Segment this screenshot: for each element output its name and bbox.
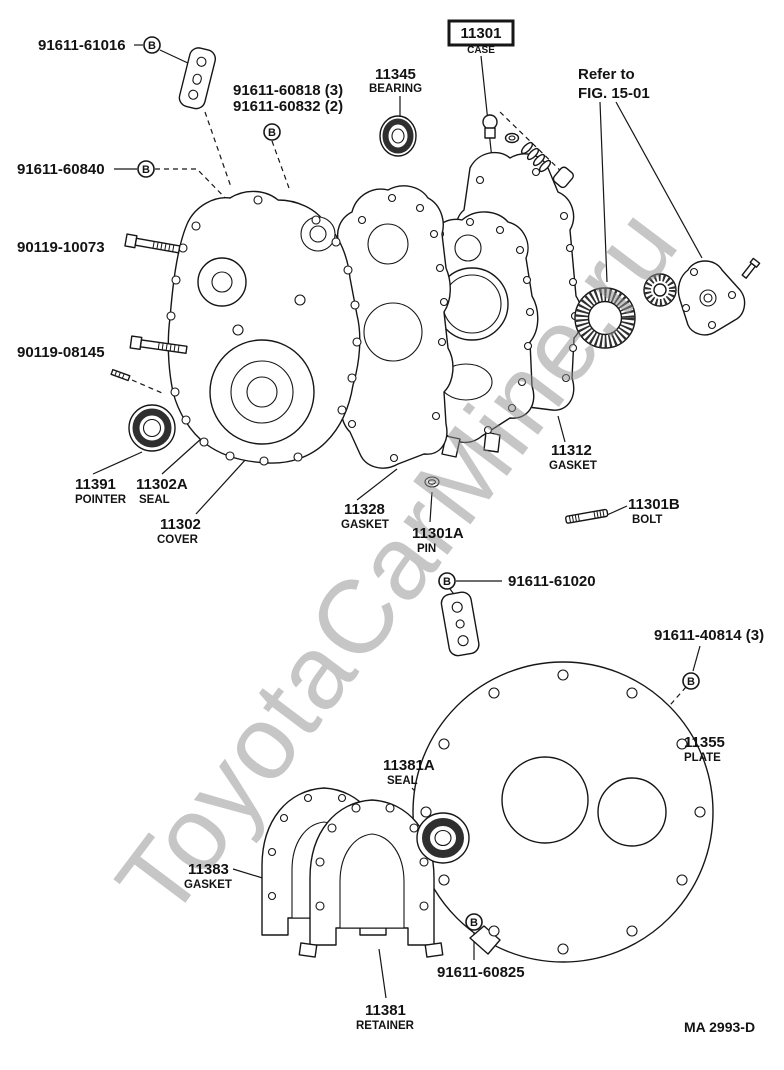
b-symbol: B (687, 676, 695, 688)
label-11301a-name: PIN (417, 543, 436, 555)
retainer-bolt-holes (315, 803, 429, 911)
label-11301b-name: BOLT (632, 514, 662, 526)
b-symbol: B (268, 127, 276, 139)
b-symbol: B (443, 576, 451, 588)
label-90119-08145: 90119-08145 (17, 344, 105, 361)
label-11302-name: COVER (157, 534, 199, 546)
label-11328-name: GASKET (341, 519, 389, 531)
b-marker-60825: B (465, 913, 483, 931)
label-91611-60832: 91611-60832 (2) (233, 98, 343, 115)
clamp-bracket-middle-drawing (440, 591, 480, 657)
refer-note-line1: Refer to (578, 66, 635, 83)
relief-valve-parts-drawing (482, 114, 574, 189)
small-stud-drawing (110, 368, 131, 382)
drawing-code: MA 2993-D (684, 1019, 755, 1035)
label-91611-61020: 91611-61020 (508, 573, 596, 590)
label-11312-number: 11312 (551, 442, 592, 459)
label-11383-number: 11383 (188, 861, 229, 878)
main-part-box (447, 19, 515, 47)
b-marker-61016: B (143, 36, 161, 54)
label-11345-name: BEARING (369, 83, 422, 95)
flywheel-plate-drawing (412, 661, 714, 963)
label-11381a-name: SEAL (387, 775, 418, 787)
label-90119-10073: 90119-10073 (17, 239, 105, 256)
b-marker-61020: B (438, 572, 456, 590)
b-marker-40814: B (682, 672, 700, 690)
label-11381a-number: 11381A (383, 757, 435, 774)
oil-seal-11391-drawing (128, 404, 176, 452)
label-11381-name: RETAINER (356, 1020, 415, 1032)
label-11301a-number: 11301A (412, 525, 464, 542)
label-91611-40814: 91611-40814 (3) (654, 627, 764, 644)
label-11345-number: 11345 (375, 66, 416, 83)
idler-gear-drawing (643, 273, 677, 307)
label-11301-number: 11301 (461, 25, 502, 42)
crank-gear-drawing (574, 287, 636, 349)
pin-11301a-drawing (424, 476, 440, 488)
seal-retainer-drawing (298, 799, 444, 958)
label-11302a-name: SEAL (139, 494, 170, 506)
label-91611-60825: 91611-60825 (437, 964, 525, 981)
oil-seal-11381a-drawing (416, 812, 470, 864)
label-11355-number: 11355 (684, 734, 725, 751)
bolt-90119-08145-drawing (129, 335, 188, 354)
cover-bolt-holes (166, 195, 362, 466)
b-marker-60840: B (137, 160, 155, 178)
b-symbol: B (148, 40, 156, 52)
label-11328-number: 11328 (344, 501, 385, 518)
label-11301b-number: 11301B (628, 496, 680, 513)
pump-cover-bolt-drawing (741, 257, 761, 279)
label-11355-name: PLATE (684, 752, 721, 764)
oil-pump-cover-drawing (677, 260, 746, 336)
b-symbol: B (470, 917, 478, 929)
label-91611-60818: 91611-60818 (3) (233, 82, 343, 99)
refer-note-line2: FIG. 15-01 (578, 85, 650, 102)
b-symbol: B (142, 164, 150, 176)
label-91611-60840: 91611-60840 (17, 161, 105, 178)
label-11391-name: POINTER (75, 494, 127, 506)
bolt-90119-10073-drawing (124, 233, 181, 254)
clamp-bracket-top-drawing (178, 47, 217, 110)
stud-bolt-11301b-drawing (565, 508, 609, 524)
label-11302a-number: 11302A (136, 476, 188, 493)
bearing-11345-drawing (379, 115, 417, 157)
label-91611-61016: 91611-61016 (38, 37, 126, 54)
plate-bolt-holes (420, 669, 706, 955)
labels: 91611-61016 91611-60818 (3) 91611-60832 … (17, 19, 764, 1035)
timing-cover-drawing (166, 190, 362, 466)
label-11383-name: GASKET (184, 879, 232, 891)
gasket-11328-drawing (335, 185, 454, 469)
label-11381-number: 11381 (365, 1002, 406, 1019)
label-11391-number: 11391 (75, 476, 116, 493)
label-11302-number: 11302 (160, 516, 201, 533)
label-11301-name: CASE (467, 45, 495, 56)
b-marker-60818: B (263, 123, 281, 141)
label-11312-name: GASKET (549, 460, 597, 472)
